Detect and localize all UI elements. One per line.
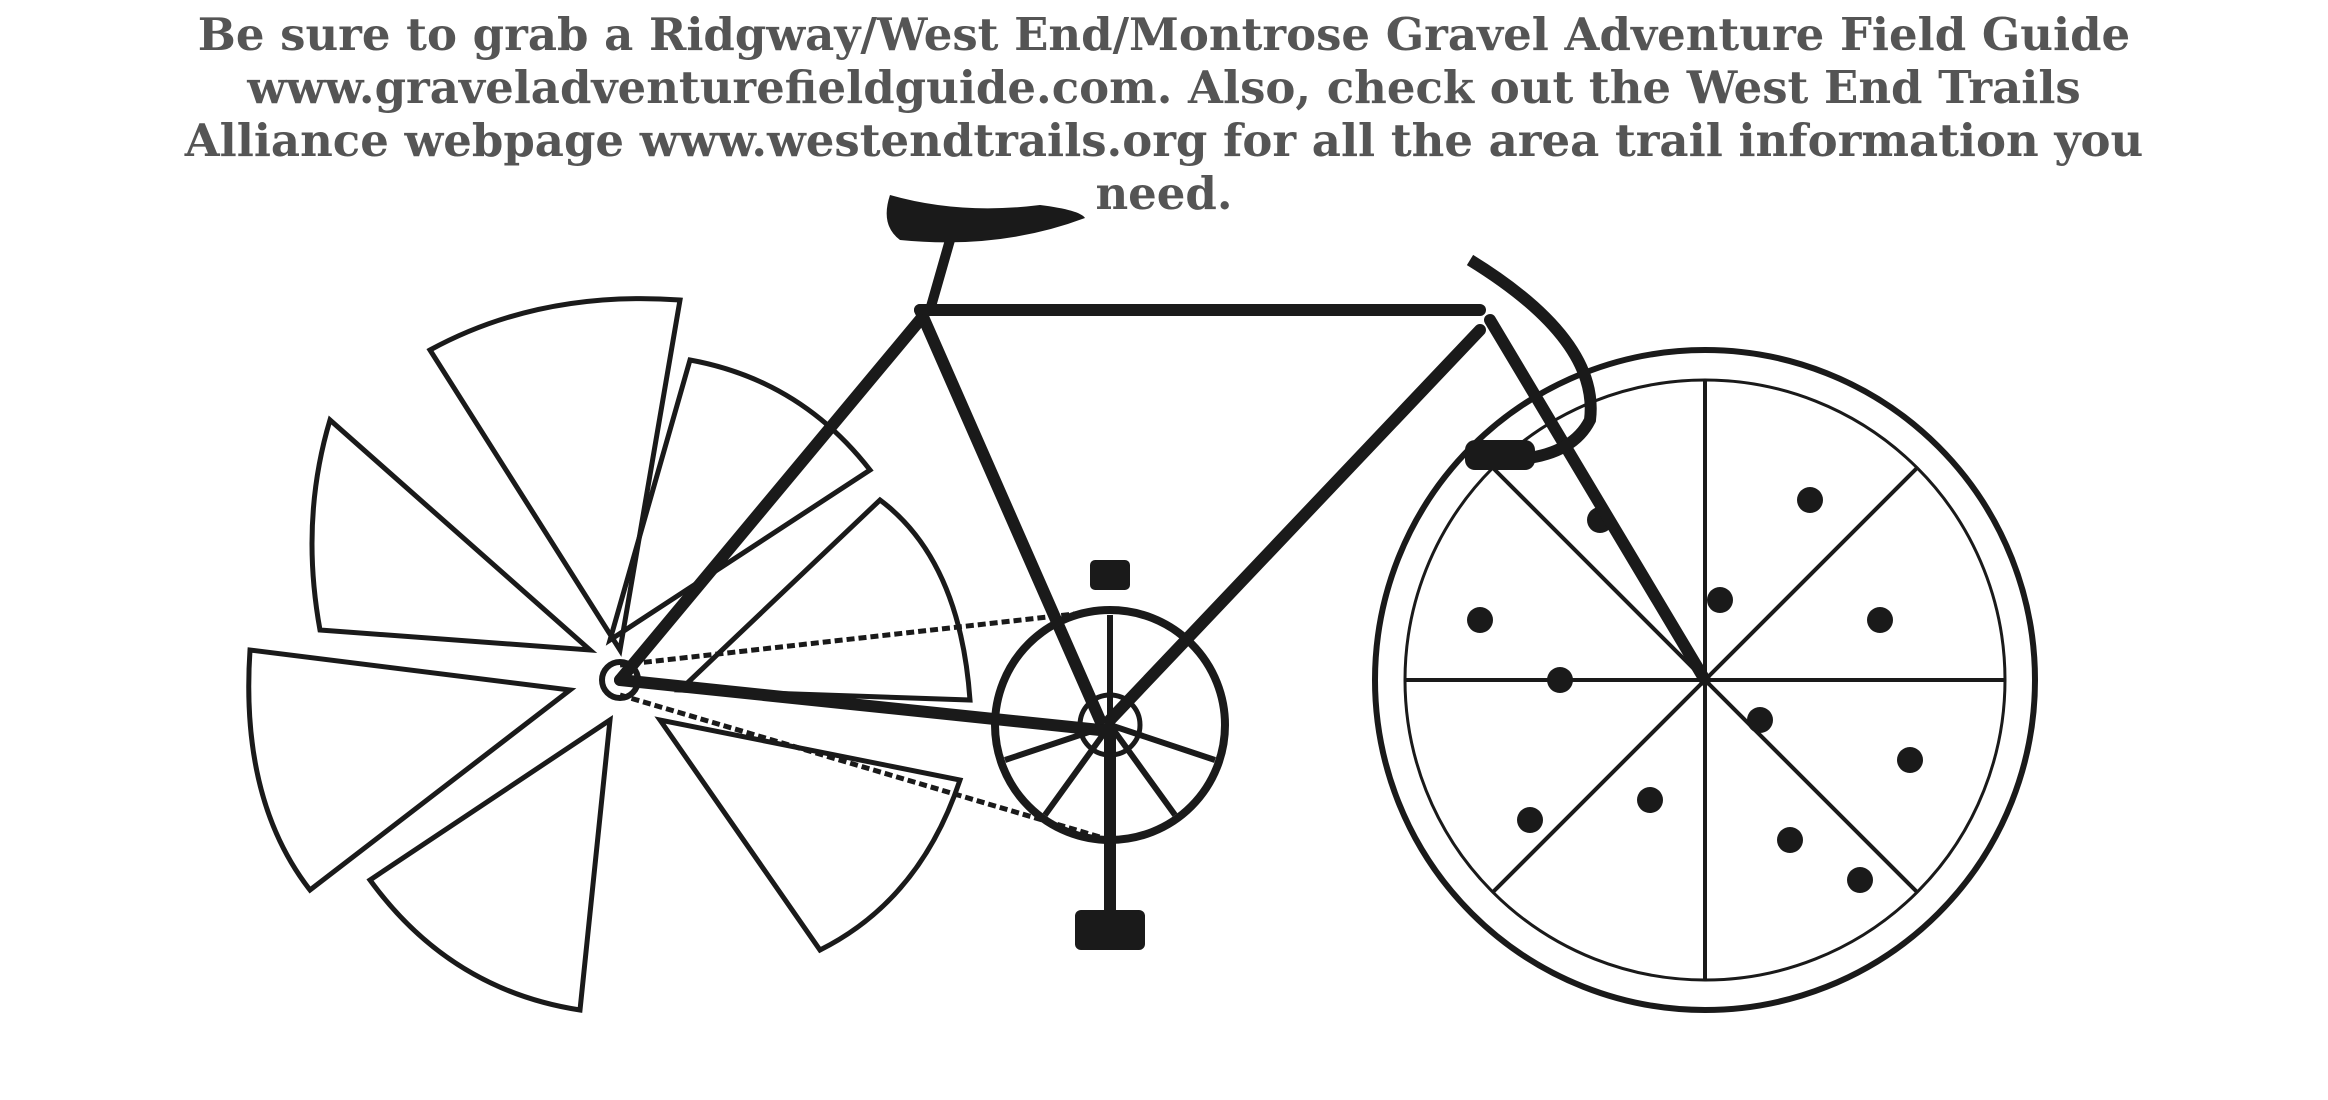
seat-stay (614, 314, 926, 686)
promo-line-4: need. (1095, 167, 1233, 220)
handlebar (1466, 254, 1597, 466)
chain-stay (614, 674, 1106, 736)
pedal (1090, 560, 1130, 590)
pizza-slice (654, 716, 964, 954)
pizza-slice (673, 496, 973, 703)
drivetrain (619, 560, 1229, 950)
down-tube (1104, 324, 1486, 726)
pizza-slice (426, 296, 683, 657)
promo-paragraph: Be sure to grab a Ridgway/West End/Montr… (180, 8, 2148, 220)
promo-line-1: Be sure to grab a Ridgway/West End/Montr… (197, 8, 2131, 61)
rear-hub (599, 659, 641, 701)
pizza-slice (366, 714, 614, 1013)
chain (619, 607, 1111, 843)
pizza-bicycle-illustration (246, 195, 2038, 1013)
bike-frame (614, 304, 1711, 736)
pizza-slice (605, 357, 874, 646)
olive-toppings (1467, 487, 1923, 893)
pizza-crust (1372, 347, 2038, 1013)
promo-line-2: www.graveladventurefieldguide.com. Also,… (247, 61, 2081, 114)
seat-post (925, 238, 955, 312)
handlebar-grip (1465, 440, 1535, 470)
saddle (886, 195, 1085, 243)
pizza-slice (246, 647, 577, 894)
promo-line-3: Alliance webpage www.westendtrails.org f… (184, 114, 2144, 167)
pedal (1075, 910, 1145, 950)
chainring-spokes (1004, 615, 1216, 817)
seat-tube (914, 304, 1106, 726)
pizza-slice (309, 415, 598, 654)
rear-pizza-wheel (246, 296, 973, 1013)
fork (1484, 314, 1711, 686)
